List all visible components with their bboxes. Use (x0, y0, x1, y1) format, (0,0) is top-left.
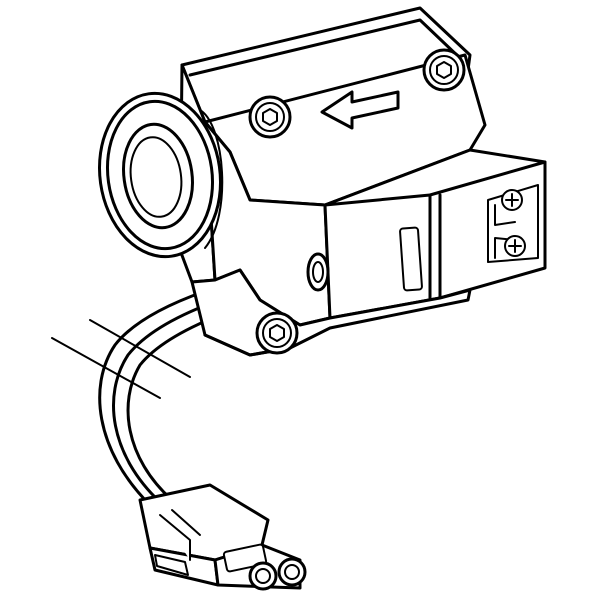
connector-pin-left (248, 561, 278, 591)
connector-pin-right (277, 557, 307, 587)
hex-screw-bottom-icon (255, 311, 299, 355)
direction-arrow-icon (320, 90, 400, 130)
cable-grommet (306, 252, 330, 292)
hex-screw-top-left-icon (248, 95, 292, 139)
terminal-screw-upper-icon (501, 189, 523, 211)
lens-ring (97, 91, 224, 259)
hex-screw-top-right-icon (422, 48, 466, 92)
housing-body (178, 6, 547, 357)
section-cut-lines (51, 319, 191, 399)
terminal-screw-lower-icon (504, 235, 526, 257)
indicator-slot (399, 226, 423, 292)
connector-plug (138, 483, 307, 591)
